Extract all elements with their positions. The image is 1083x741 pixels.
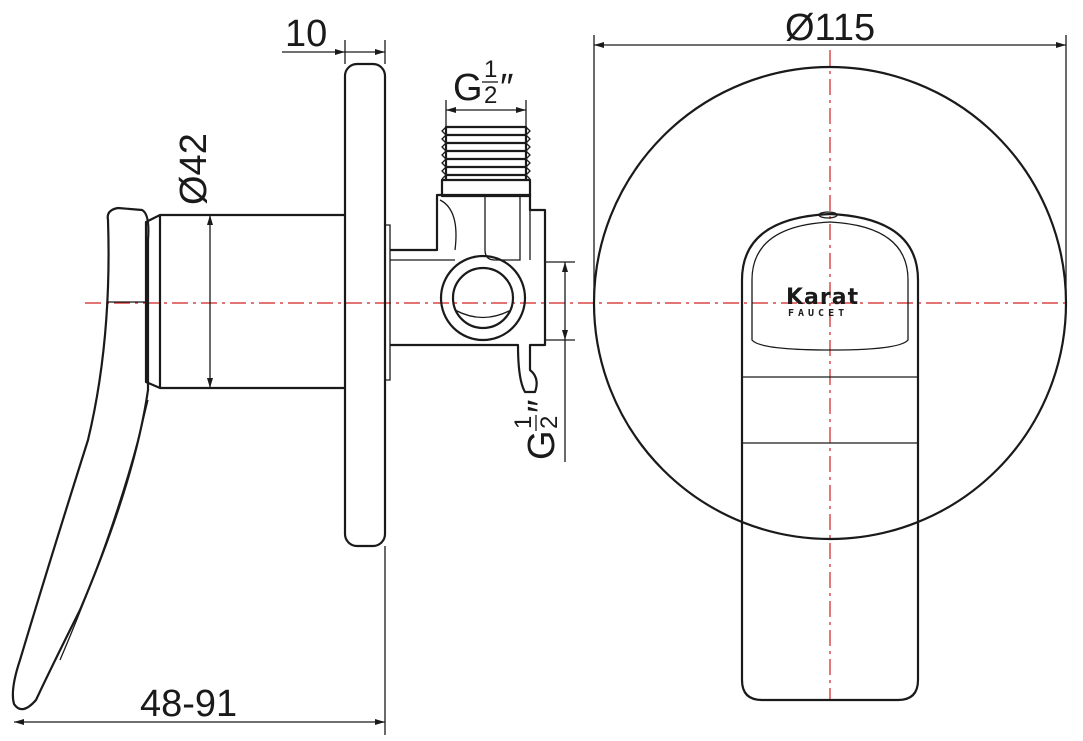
lever-handle <box>11 206 150 711</box>
outlet-port-outer <box>439 254 527 342</box>
flange-plate <box>343 62 387 548</box>
top-thread-profile-right <box>525 126 531 180</box>
dim-body-diameter: Ø42 <box>173 133 215 205</box>
top-thread-prefix: G <box>453 67 483 109</box>
valve-block <box>390 193 547 394</box>
valve-body <box>160 213 345 390</box>
body-collar <box>144 213 162 390</box>
top-thread-label: G 1 2 ″ <box>453 56 513 109</box>
cover-plate <box>592 65 1068 541</box>
lever-front <box>740 212 920 702</box>
top-thread-suffix: ″ <box>500 67 513 109</box>
side-thread-den: 2 <box>536 416 563 429</box>
top-thread-den: 2 <box>484 82 497 109</box>
valve-block-step <box>390 195 455 261</box>
lever-front-indicator <box>818 211 838 219</box>
side-thread-label: G 1 2 ″ <box>510 400 563 460</box>
side-view <box>11 62 547 711</box>
dim-cover-diameter: Ø115 <box>785 7 875 49</box>
block-inner-1 <box>484 195 521 261</box>
top-thread <box>444 125 528 180</box>
dim-10-arrow <box>335 49 385 55</box>
side-thread-suffix: ″ <box>521 400 563 413</box>
dim-flange-thickness: 10 <box>285 13 327 55</box>
centerlines <box>85 50 1070 700</box>
lever-front-inner <box>751 221 909 351</box>
top-thread-num: 1 <box>484 56 497 83</box>
outlet-port-thread <box>454 309 512 319</box>
top-thread-profile-left <box>441 126 447 180</box>
outlet-port-inner <box>451 266 515 330</box>
dim-handle-depth: 48-91 <box>140 683 237 725</box>
front-dimensions: Ø115 <box>593 7 1067 300</box>
side-thread-prefix: G <box>521 430 563 460</box>
front-view: Karat FAUCET <box>592 65 1068 702</box>
block-inner-3 <box>439 199 457 251</box>
side-dimensions: 10 Ø42 48-91 G 1 2 ″ G 1 2 <box>14 13 575 735</box>
side-thread-num: 1 <box>510 416 537 429</box>
brand-logo-sub: FAUCET <box>788 308 848 319</box>
flange-inner-edge <box>385 224 391 381</box>
top-connector-base <box>440 178 532 198</box>
brand-logo: Karat <box>786 285 859 310</box>
lever-inner-curve <box>59 399 149 661</box>
